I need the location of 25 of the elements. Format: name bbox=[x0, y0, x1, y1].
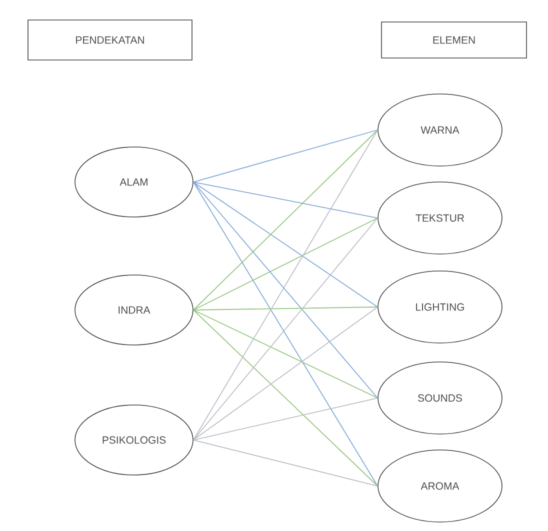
header-box: PENDEKATAN bbox=[28, 20, 192, 60]
connector-line bbox=[192, 306, 378, 310]
connector-line bbox=[192, 398, 378, 440]
ellipse-node: ALAM bbox=[74, 146, 194, 218]
ellipse-node: AROMA bbox=[378, 450, 502, 522]
header-box: ELEMEN bbox=[381, 22, 527, 58]
ellipse-node: SOUNDS bbox=[378, 362, 502, 434]
connector-line bbox=[192, 218, 378, 310]
connector-line bbox=[192, 182, 378, 398]
connector-line bbox=[192, 310, 378, 398]
connector-line bbox=[192, 440, 378, 486]
connector-line bbox=[192, 130, 378, 310]
ellipse-node: LIGHTING bbox=[378, 270, 502, 344]
connector-line bbox=[192, 182, 378, 308]
connector-line bbox=[192, 218, 378, 440]
ellipse-node: PSIKOLOGIS bbox=[74, 404, 194, 476]
connector-line bbox=[192, 310, 378, 486]
ellipse-node: WARNA bbox=[378, 94, 502, 166]
ellipse-node: TEKSTUR bbox=[378, 182, 502, 254]
connector-line bbox=[192, 306, 378, 440]
ellipse-node: INDRA bbox=[74, 274, 194, 346]
connector-line bbox=[192, 130, 378, 182]
connector-line bbox=[192, 182, 378, 486]
connector-line bbox=[192, 182, 378, 218]
connector-line bbox=[192, 130, 378, 440]
